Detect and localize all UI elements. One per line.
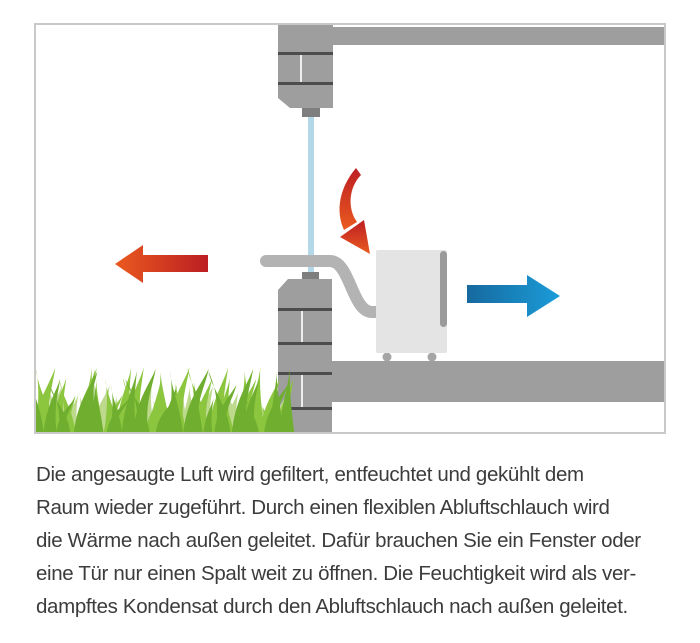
brick-joint	[278, 342, 332, 345]
brick-joint	[278, 52, 333, 55]
window-pane	[308, 116, 314, 273]
brick-joint	[278, 82, 333, 85]
room-air-intake-arrow-icon	[339, 168, 370, 254]
exhaust-hose	[260, 255, 388, 318]
diagram-frame	[34, 23, 666, 434]
window-frame-cap-bottom	[302, 272, 319, 281]
cool-air-out-arrow-icon	[467, 275, 560, 317]
device-body	[376, 250, 447, 353]
caption: Die angesaugte Luft wird gefiltert, entf…	[36, 458, 676, 623]
device-wheel	[427, 352, 437, 362]
device-wheel	[382, 352, 392, 362]
brick-joint	[278, 407, 332, 410]
caption-line: die Wärme nach außen geleitet. Dafür bra…	[36, 529, 641, 552]
brick-joint	[278, 308, 332, 311]
wall-below-window	[278, 279, 332, 432]
window-top-frame	[278, 25, 333, 108]
mortar-line	[300, 55, 302, 82]
window-frame-cap-top	[302, 108, 320, 117]
caption-line: dampftes Kondensat durch den Abluftschla…	[36, 595, 628, 618]
mortar-line	[301, 311, 303, 342]
caption-line: Die angesaugte Luft wird gefiltert, entf…	[36, 463, 584, 486]
caption-line: eine Tür nur einen Spalt weit zu öffnen.…	[36, 562, 636, 585]
caption-line: Raum wieder zugeführt. Durch einen flexi…	[36, 496, 610, 519]
dehumidifier-device	[376, 250, 447, 362]
device-handle	[440, 251, 447, 327]
diagram	[36, 25, 664, 432]
floor	[332, 361, 664, 402]
ceiling	[333, 27, 664, 45]
brick-joint	[278, 372, 332, 375]
grass	[36, 367, 295, 432]
mortar-line	[301, 375, 303, 407]
warm-air-out-arrow-icon	[115, 245, 208, 283]
